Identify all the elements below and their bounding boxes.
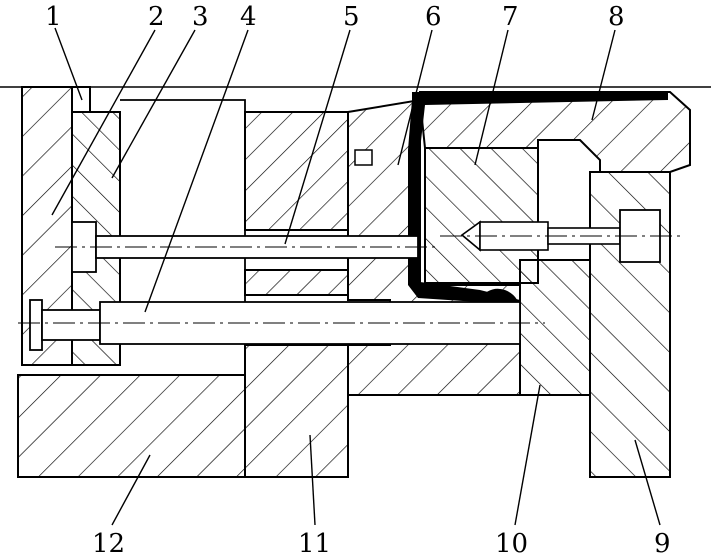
mid-center-block (244, 269, 349, 296)
part-12-base (17, 374, 246, 478)
part-6-pin (354, 149, 373, 166)
label-1: 1 (45, 2, 62, 32)
label-12: 12 (92, 529, 125, 558)
label-6: 6 (425, 2, 442, 32)
part-4-bolt (18, 299, 545, 351)
label-11: 11 (298, 529, 331, 558)
label-4: 4 (240, 2, 257, 32)
label-8: 8 (608, 2, 625, 32)
upper-center-block (244, 111, 349, 231)
part-5-bolt (55, 221, 440, 273)
label-9: 9 (654, 529, 671, 558)
leader-lines (51, 27, 661, 526)
part-11-block (244, 344, 349, 478)
part-10-block (519, 259, 591, 396)
label-10: 10 (495, 529, 528, 558)
label-2: 2 (148, 2, 165, 32)
label-3: 3 (192, 2, 209, 32)
right-bolt (440, 209, 685, 263)
label-5: 5 (343, 2, 360, 32)
seal-strip (408, 92, 668, 308)
label-7: 7 (502, 2, 519, 32)
